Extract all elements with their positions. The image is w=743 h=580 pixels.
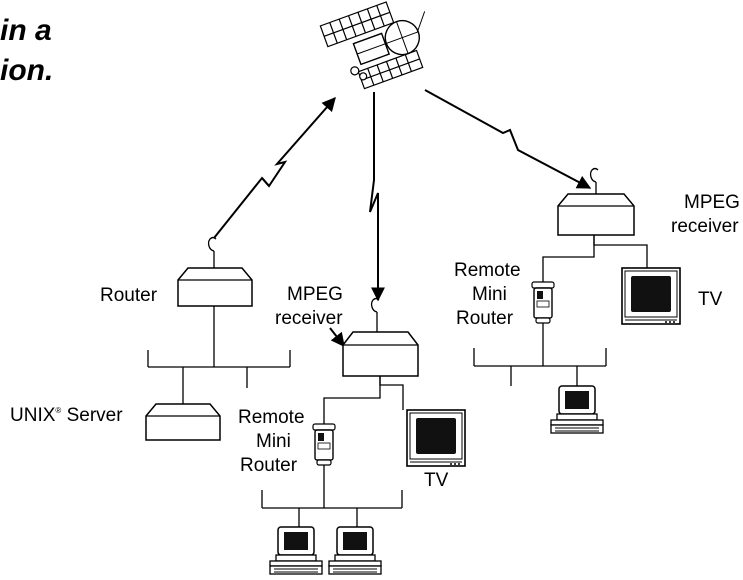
pc-icon xyxy=(550,385,604,434)
router-box-icon xyxy=(177,267,253,307)
mpeg-receiver-center-label: MPEG receiver xyxy=(275,284,348,329)
antenna-icon xyxy=(589,167,599,183)
antenna-icon xyxy=(370,297,380,313)
heading-line-1: in a xyxy=(0,14,52,47)
server-box-icon xyxy=(145,403,221,441)
tv-center-label: TV xyxy=(424,470,449,491)
mpeg-receiver-right-label: MPEG receiver xyxy=(671,192,743,237)
mini-router-icon xyxy=(312,423,336,466)
tv-icon xyxy=(406,409,466,467)
remote-mini-router-right-label: Remote Mini Router xyxy=(454,260,526,329)
lightning-link-icon xyxy=(213,89,592,302)
antenna-icon xyxy=(207,236,217,252)
heading-line-2: ion. xyxy=(0,54,53,87)
receiver-box-icon xyxy=(342,331,419,377)
unix-server-label: UNIX® Server xyxy=(10,405,123,426)
pc-icon xyxy=(328,526,382,575)
mini-router-icon xyxy=(531,281,555,324)
tv-right-label: TV xyxy=(698,289,723,310)
tv-icon xyxy=(621,267,681,325)
satellite-icon xyxy=(319,1,426,90)
remote-mini-router-center-label: Remote Mini Router xyxy=(238,407,310,476)
pc-icon xyxy=(269,526,323,575)
router-label: Router xyxy=(100,285,158,306)
receiver-box-icon xyxy=(557,193,635,236)
